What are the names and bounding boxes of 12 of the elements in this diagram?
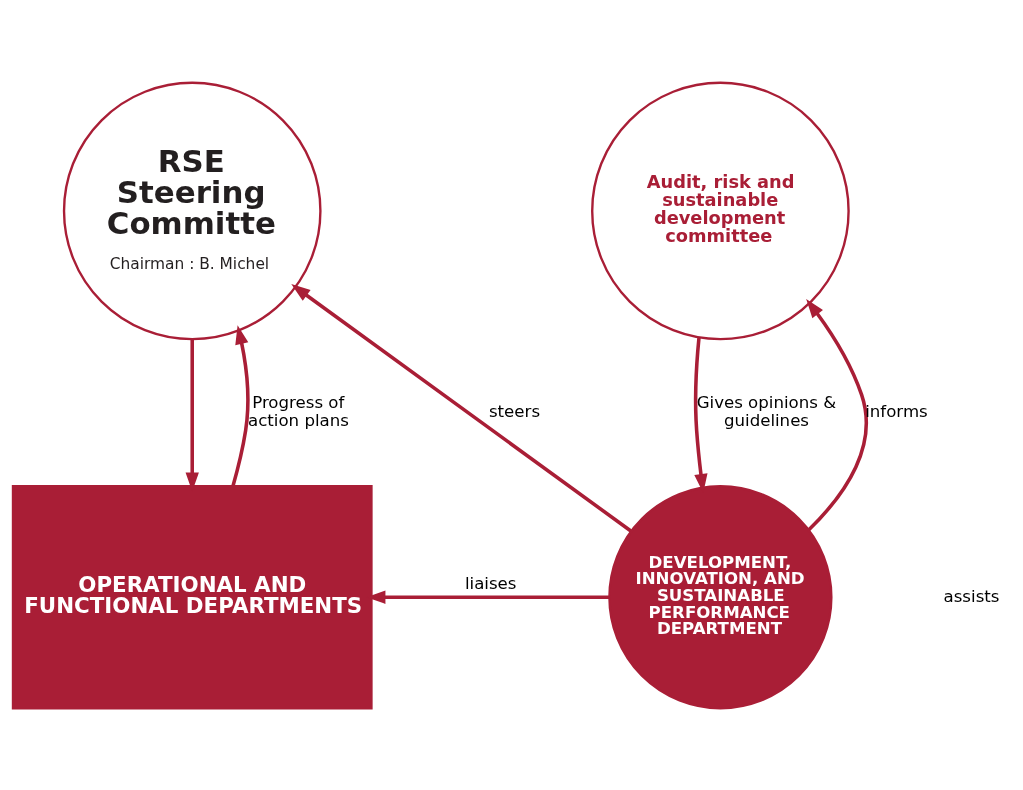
edge-label: steers [488,401,541,421]
label: assists [943,586,1000,606]
edge-label: liaises [464,573,517,593]
node-circle: Audit, risk and sustainable development committee [591,81,850,340]
node-circle: RSE Steering Committe Chairman : B. Michel [62,81,322,340]
edge-label: Gives opinions & guidelines [696,392,837,430]
edge-label: Progress of action plans [248,392,349,430]
node-circle: DEVELOPMENT, INNOVATION, AND SUSTAINABLE PERFORMANCE DEPARTMENT [608,484,833,709]
node-box: OPERATIONAL AND FUNCTIONAL DEPARTMENTS [11,484,373,709]
arrow [291,283,632,532]
arrow [231,324,250,486]
arrow [806,298,868,531]
